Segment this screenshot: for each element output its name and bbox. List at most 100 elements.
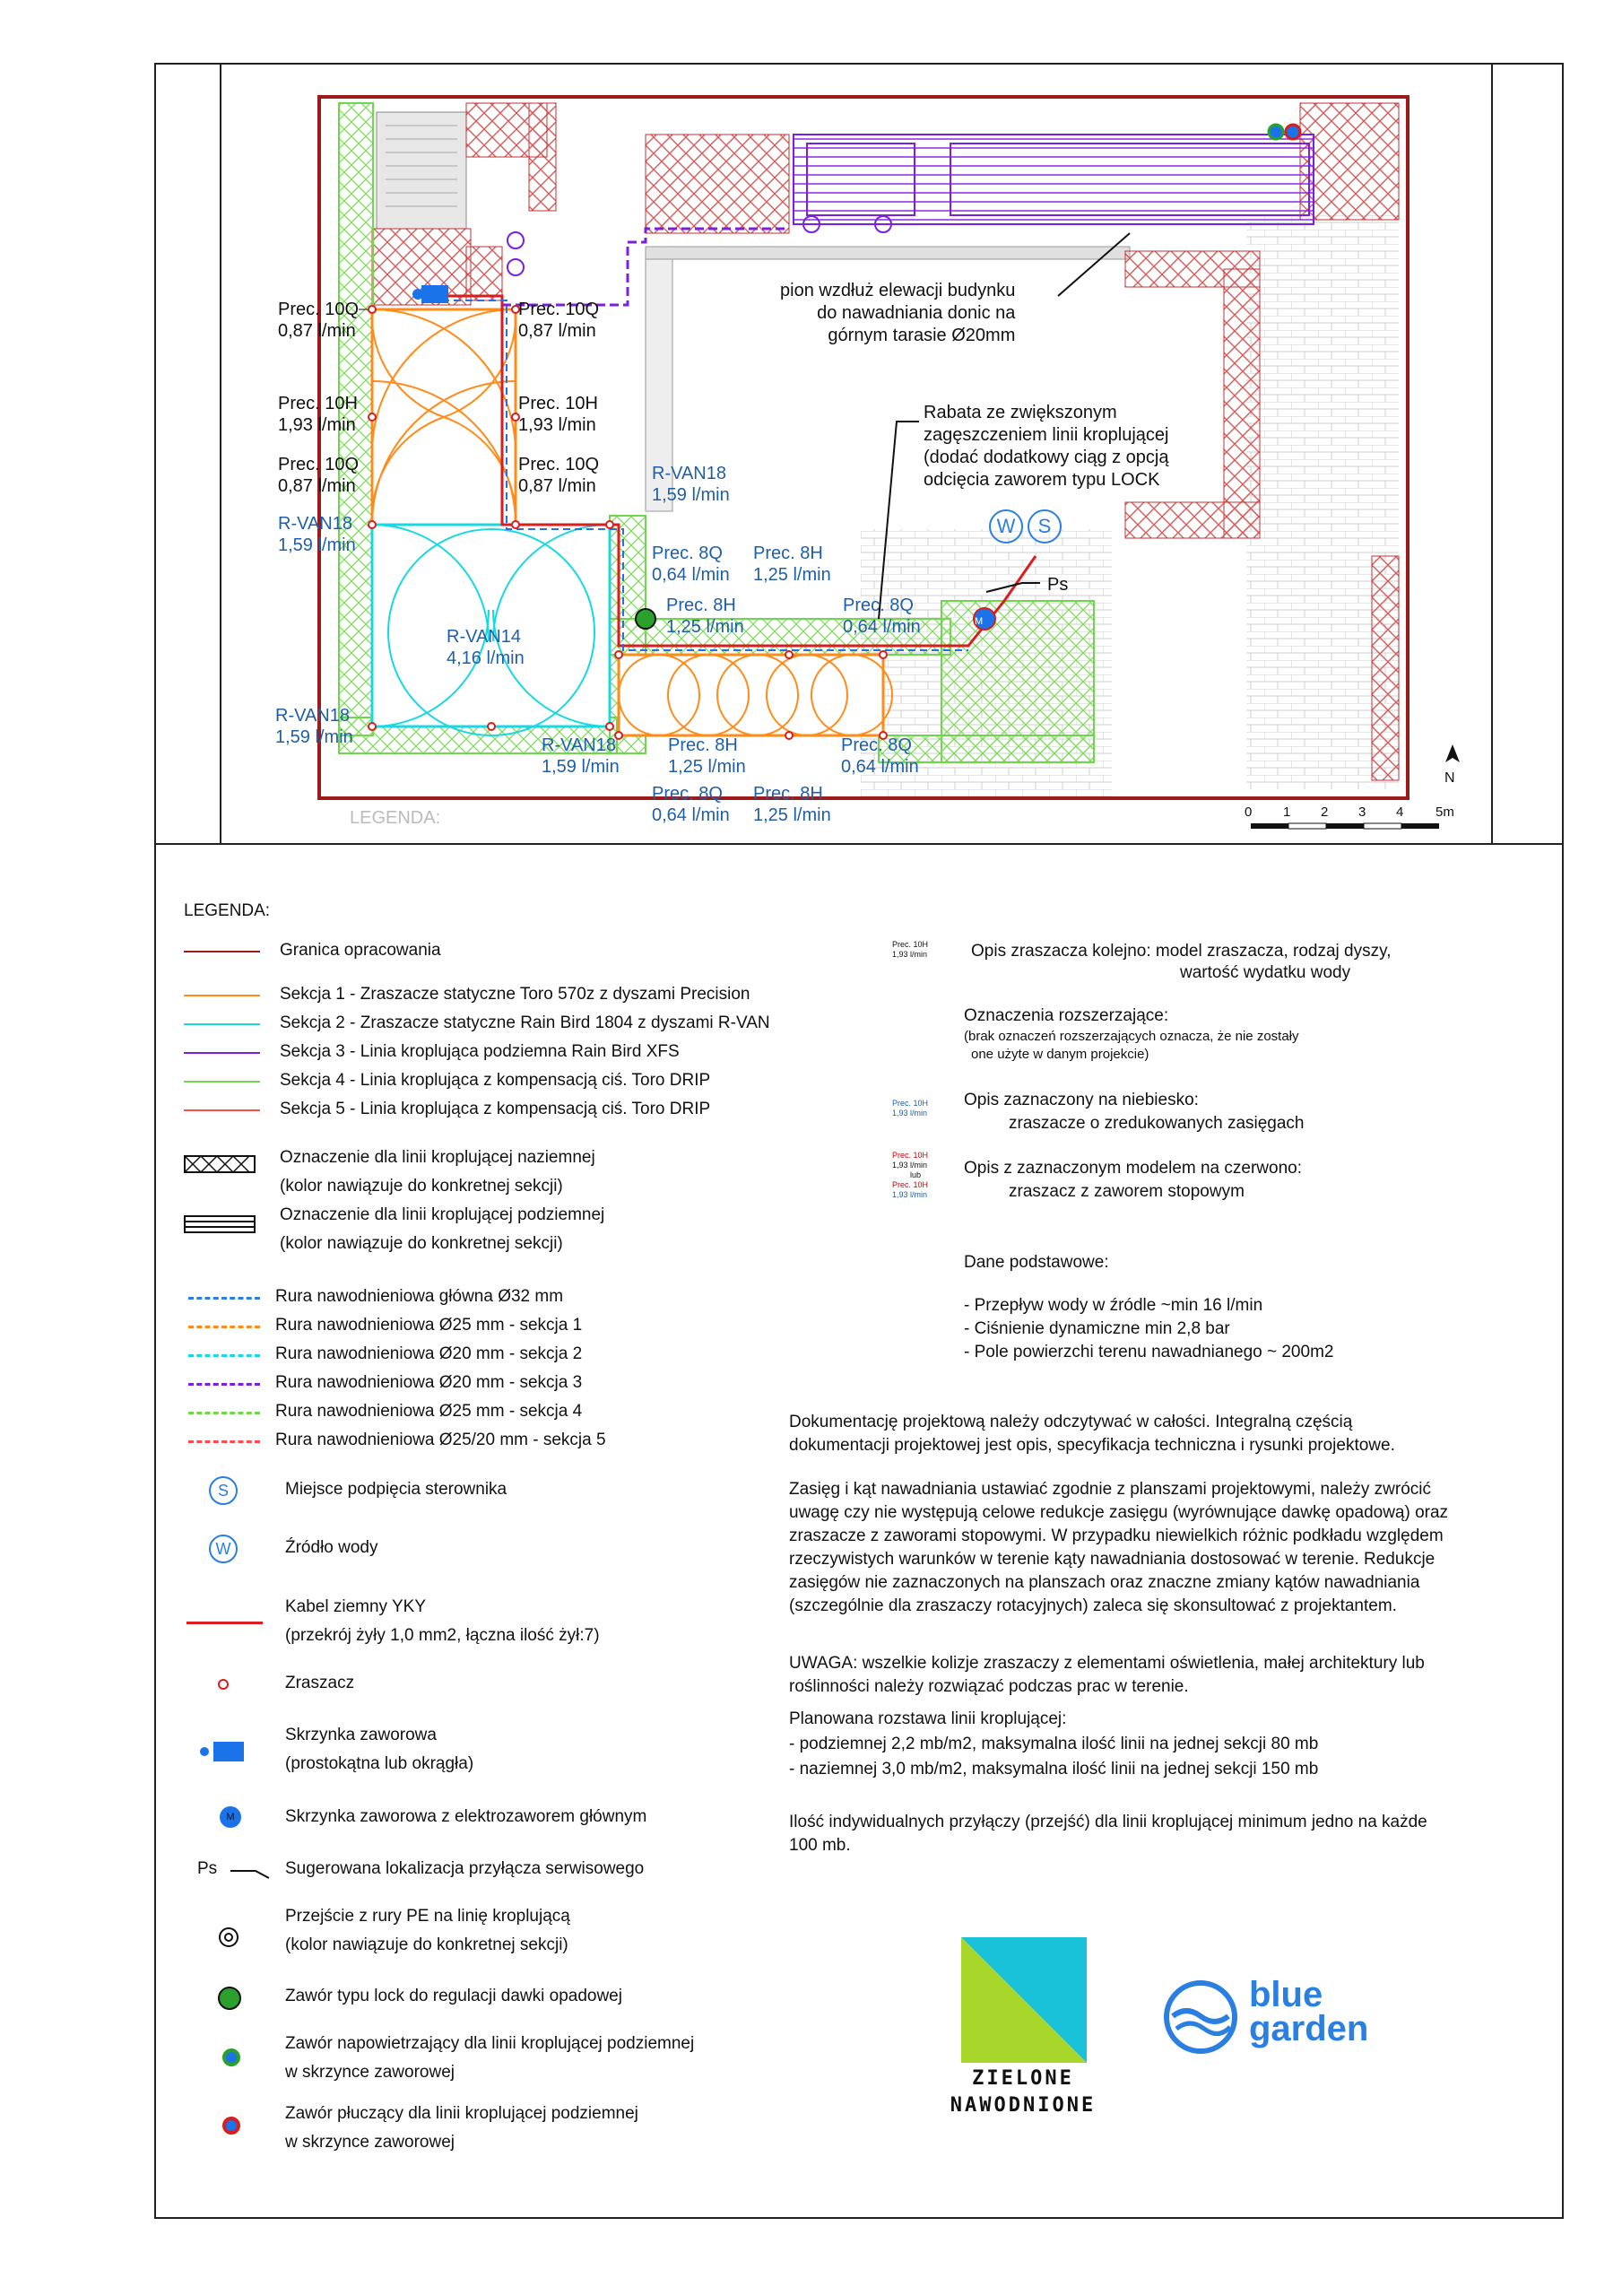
legend-pipe-s3: Rura nawodnieniowa Ø20 mm - sekcja 3 [275, 1373, 583, 1392]
legend-air-valve-sub: w skrzynce zaworowej [285, 2063, 455, 2082]
basic-2: - Ciśnienie dynamiczne min 2,8 bar [964, 1319, 1230, 1338]
legend-service: Sugerowana lokalizacja przyłącza serwiso… [285, 1859, 645, 1878]
scale-0: 0 [1245, 804, 1253, 820]
para2-2: uwagę czy nie występują celowe redukcje … [789, 1503, 1449, 1522]
legenda-ghost: LEGENDA: [350, 808, 441, 828]
red-title: Opis z zaznaczonym modelem na czerwono: [964, 1159, 1302, 1178]
blue-title: Opis zaznaczony na niebiesko: [964, 1091, 1199, 1109]
north-arrow [1445, 744, 1460, 762]
para2-6: (szczególnie dla zraszaczy rotacyjnych) … [789, 1596, 1397, 1615]
planter [1299, 102, 1400, 221]
legend-pipe-s5: Rura nawodnieniowa Ø25/20 mm - sekcja 5 [275, 1431, 606, 1449]
service-legend-icon [230, 1870, 270, 1879]
flush-valve [1284, 123, 1302, 141]
desc-title: Opis zraszacza kolejno: model zraszacza,… [971, 942, 1392, 961]
lock-valve-legend-icon [218, 1987, 241, 2010]
legend-valve-box-sub: (prostokątna lub okrągła) [285, 1754, 474, 1773]
section4-strip-bottom-right [878, 735, 1095, 763]
legend-main-valve: Skrzynka zaworowa z elektrozaworem główn… [285, 1807, 647, 1826]
legend-sprinkler: Zraszacz [285, 1674, 355, 1692]
main-valve-box [973, 607, 996, 631]
legend-cable: Kabel ziemny YKY [285, 1597, 427, 1616]
flush-valve-legend-icon [222, 2117, 240, 2135]
section3-swatch [184, 1052, 260, 1054]
section4-swatch [184, 1081, 260, 1083]
legend-surface-line: Oznaczenie dla linii kroplującej naziemn… [280, 1148, 595, 1167]
main-valve-label: M [975, 616, 984, 627]
legend-section5: Sekcja 5 - Linia kroplująca z kompensacj… [280, 1100, 711, 1118]
basic-title: Dane podstawowe: [964, 1253, 1109, 1272]
legend-underground-line: Oznaczenie dla linii kroplującej podziem… [280, 1205, 605, 1224]
plan-frame-line [220, 63, 221, 843]
legend-cable-sub: (przekrój żyły 1,0 mm2, łączna ilość żył… [285, 1626, 600, 1645]
scale-2: 2 [1321, 804, 1329, 820]
pipe-main-swatch [188, 1297, 260, 1300]
scale-5m: 5m [1436, 804, 1454, 820]
desc-title-2: wartość wydatku wody [1180, 963, 1351, 982]
planter [645, 134, 790, 234]
valve-box [421, 285, 448, 303]
building-wall [645, 250, 673, 512]
building-wall-top [645, 246, 1131, 260]
red-desc: zraszacz z zaworem stopowym [1009, 1182, 1245, 1201]
section2-swatch [184, 1023, 260, 1025]
legend-controller: Miejsce podpięcia sterownika [285, 1480, 507, 1499]
valve-box-legend-rect [213, 1742, 244, 1761]
water-source-legend-icon: W [209, 1535, 238, 1563]
legend-section4: Sekcja 4 - Linia kroplująca z kompensacj… [280, 1071, 711, 1090]
legend-section2: Sekcja 2 - Zraszacze statyczne Rain Bird… [280, 1013, 770, 1032]
air-valve-legend-icon [222, 2048, 240, 2066]
legend-title: LEGENDA: [184, 901, 271, 920]
legend-pe-transition: Przejście z rury PE na linię kroplującą [285, 1907, 570, 1926]
scale-1: 1 [1283, 804, 1291, 820]
irrigation-plan [317, 95, 1460, 830]
para2-5: zasięgów nie zaznaczonych na planszach o… [789, 1573, 1420, 1592]
para5-2: 100 mb. [789, 1836, 851, 1855]
drawing-frame [154, 63, 1564, 2219]
section1-swatch [184, 995, 260, 996]
planter [465, 246, 503, 301]
planter [1124, 501, 1261, 539]
pipe-s3-swatch [188, 1383, 260, 1386]
para5-1: Ilość indywidualnych przyłączy (przejść)… [789, 1813, 1427, 1831]
pipe-s4-swatch [188, 1412, 260, 1414]
scale-bar [1251, 822, 1439, 830]
legend-section3: Sekcja 3 - Linia kroplująca podziemna Ra… [280, 1042, 680, 1061]
air-valve [1267, 123, 1285, 141]
legend-water-source: Źródło wody [285, 1538, 378, 1557]
para2-1: Zasięg i kąt nawadniania ustawiać zgodni… [789, 1480, 1431, 1499]
blue-garden-logo-mark [1164, 1980, 1237, 2054]
legend-divider [154, 843, 1562, 845]
service-legend-label: Ps [197, 1859, 218, 1878]
surface-line-swatch [184, 1155, 256, 1173]
section3-area [793, 134, 1314, 225]
note-pion: pion wzdłuż elewacji budynku do nawadnia… [780, 281, 1016, 345]
legend-pipe-s1: Rura nawodnieniowa Ø25 mm - sekcja 1 [275, 1316, 583, 1335]
stairs-block [376, 111, 467, 230]
ext-sub: (brak oznaczeń rozszerzających oznacza, … [964, 1029, 1299, 1044]
legend-boundary: Granica opracowania [280, 941, 441, 960]
legend-flush-valve: Zawór płuczący dla linii kroplującej pod… [285, 2104, 638, 2123]
boundary-swatch [184, 951, 260, 952]
ext-title: Oznaczenia rozszerzające: [964, 1006, 1169, 1025]
para2-4: rzeczywistych warunków w terenie kąty na… [789, 1550, 1436, 1569]
basic-1: - Przepływ wody w źródle ~min 16 l/min [964, 1296, 1263, 1315]
lock-valve [635, 608, 656, 630]
para1-2: dokumentacji projektowej jest opis, spec… [789, 1436, 1395, 1455]
